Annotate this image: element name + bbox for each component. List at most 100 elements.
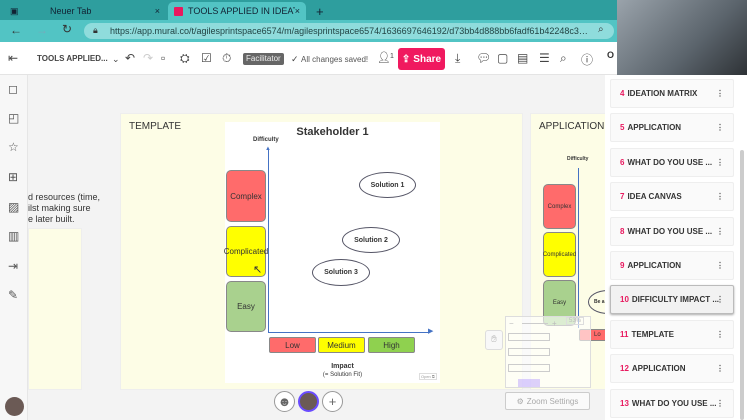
chevron-down-icon[interactable]: ⌄ bbox=[112, 54, 120, 64]
zoom-in-button[interactable]: + bbox=[552, 319, 557, 328]
outline-item-label: IDEA CANVAS bbox=[627, 192, 682, 202]
more-options-icon[interactable]: ⋮ bbox=[716, 157, 724, 167]
facilitator-badge[interactable]: Facilitator bbox=[243, 53, 284, 65]
zoom-slider[interactable] bbox=[522, 323, 548, 324]
search-mural-icon[interactable]: ⌕ bbox=[560, 51, 567, 65]
share-button[interactable]: ⇪Share bbox=[398, 48, 445, 70]
activity-icon[interactable]: ▤ bbox=[517, 51, 529, 65]
outline-item-label: TEMPLATE bbox=[631, 329, 674, 339]
chart-title: Stakeholder 1 bbox=[296, 126, 369, 138]
open-link[interactable]: Open ⧉ bbox=[419, 373, 437, 380]
members-icon[interactable]: 👤︎ bbox=[377, 52, 391, 64]
shapes-tool-icon[interactable]: ◰ bbox=[8, 111, 20, 125]
undo-icon[interactable]: ↶ bbox=[125, 51, 136, 65]
solution-3[interactable]: Solution 3 bbox=[312, 259, 370, 286]
tab-mural[interactable]: TOOLS APPLIED IN IDEATE • Agil× bbox=[168, 2, 306, 20]
add-participant-button[interactable]: + bbox=[322, 391, 343, 412]
avatar[interactable] bbox=[5, 397, 24, 416]
arrow-up-icon: ▲ bbox=[265, 146, 271, 152]
star-icon[interactable]: ☆ bbox=[8, 140, 19, 154]
sticky-note-icon[interactable]: ▫ bbox=[161, 51, 166, 65]
solution-1[interactable]: Solution 1 bbox=[359, 172, 416, 198]
pencil-icon[interactable]: ✎ bbox=[8, 288, 19, 302]
minimap[interactable]: − + 53% bbox=[505, 316, 591, 388]
close-icon[interactable]: × bbox=[294, 6, 300, 16]
more-options-icon[interactable]: ⋮ bbox=[716, 295, 724, 305]
frameworks-icon[interactable]: ⊞ bbox=[8, 170, 19, 184]
solution-2[interactable]: Solution 2 bbox=[342, 227, 400, 253]
outline-scrollbar[interactable] bbox=[740, 150, 744, 420]
new-tab-button[interactable]: + bbox=[316, 3, 324, 19]
reactions-icon[interactable]: ☻ bbox=[274, 391, 295, 412]
sticky-note-tool-icon[interactable]: ◻ bbox=[8, 82, 18, 96]
close-icon[interactable]: × bbox=[154, 6, 160, 16]
arrow-right-icon: ▶ bbox=[428, 328, 434, 335]
select-area-icon[interactable]: ☑ bbox=[201, 51, 212, 65]
url-text[interactable]: https://app.mural.co/t/agilesprintspace6… bbox=[110, 26, 590, 36]
outline-item-number: 5 bbox=[620, 123, 625, 133]
zoom-percent[interactable]: 53% bbox=[566, 317, 585, 325]
zoom-settings-label: Zoom Settings bbox=[526, 396, 579, 406]
mural-logo-icon bbox=[174, 6, 183, 16]
difficulty-impact-matrix[interactable]: Stakeholder 1 Difficulty ▲ ▶ Complex Com… bbox=[224, 122, 440, 383]
lock-icon[interactable]: 🔒︎ bbox=[93, 25, 98, 35]
more-options-icon[interactable]: ⋮ bbox=[716, 364, 724, 374]
download-icon[interactable]: ⤓ bbox=[455, 51, 461, 65]
outline-item-number: 10 bbox=[620, 295, 629, 305]
back-icon[interactable]: ← bbox=[10, 23, 22, 37]
more-options-icon[interactable]: ⋮ bbox=[716, 398, 724, 408]
minimap-viewport[interactable] bbox=[518, 379, 540, 387]
outline-item-number: 8 bbox=[620, 226, 625, 236]
more-options-icon[interactable]: ⋮ bbox=[716, 226, 724, 236]
url-input[interactable]: 🔒︎ https://app.mural.co/t/agilesprintspa… bbox=[84, 23, 614, 39]
mural-title[interactable]: TOOLS APPLIED... bbox=[37, 54, 108, 63]
tab-label: Neuer Tab bbox=[50, 6, 92, 16]
redo-icon[interactable]: ↷ bbox=[143, 51, 154, 65]
zoom-out-button[interactable]: − bbox=[509, 319, 514, 328]
more-options-icon[interactable]: ⋮ bbox=[716, 329, 724, 339]
participant-avatar[interactable] bbox=[298, 391, 319, 412]
forward-icon[interactable]: → bbox=[36, 23, 48, 37]
chat-icon[interactable]: ▢ bbox=[497, 51, 509, 65]
hand-pan-icon[interactable]: ✋︎ bbox=[485, 330, 503, 350]
partial-frame[interactable] bbox=[28, 228, 82, 390]
comments-icon[interactable]: 💬︎ bbox=[476, 51, 492, 65]
help-icon[interactable]: ⓘ bbox=[581, 53, 594, 67]
more-options-icon[interactable]: ⋮ bbox=[716, 192, 724, 202]
timer-icon[interactable]: ⏱ bbox=[222, 51, 232, 65]
tab-neuer-tab[interactable]: Neuer Tab × bbox=[28, 2, 166, 20]
zoom-settings-button[interactable]: ⚙Zoom Settings bbox=[505, 392, 590, 410]
upload-icon: ⇪ bbox=[401, 53, 411, 65]
outline-icon[interactable]: ☰ bbox=[539, 51, 550, 65]
reload-icon[interactable]: ↻ bbox=[62, 22, 73, 36]
difficulty-easy: Easy bbox=[226, 281, 266, 332]
more-options-icon[interactable]: ⋮ bbox=[716, 123, 724, 133]
exit-icon[interactable]: ⇤ bbox=[8, 51, 19, 65]
more-options-icon[interactable]: ⋮ bbox=[716, 261, 724, 270]
outline-item-number: 6 bbox=[620, 157, 625, 167]
outline-item-number: 11 bbox=[620, 329, 629, 339]
left-tool-sidebar: ◻ ◰ ☆ ⊞ ▨ ▥ ⇥ ✎ bbox=[0, 75, 28, 420]
image-icon[interactable]: ▨ bbox=[8, 200, 20, 214]
incognito-icon[interactable]: ⛭ bbox=[180, 51, 190, 65]
x-axis bbox=[268, 332, 429, 333]
more-options-icon[interactable]: ⋮ bbox=[716, 89, 724, 98]
outline-header-partial: O bbox=[607, 50, 615, 60]
tab-actions-icon[interactable]: ▣ bbox=[10, 5, 19, 16]
library-icon[interactable]: ▥ bbox=[8, 229, 20, 243]
minimap-frame bbox=[508, 348, 550, 356]
webcam-video bbox=[617, 0, 747, 75]
outline-item-label: IDEATION MATRIX bbox=[627, 89, 698, 98]
import-icon[interactable]: ⇥ bbox=[8, 259, 19, 273]
search-icon[interactable]: ⌕ bbox=[598, 24, 604, 35]
